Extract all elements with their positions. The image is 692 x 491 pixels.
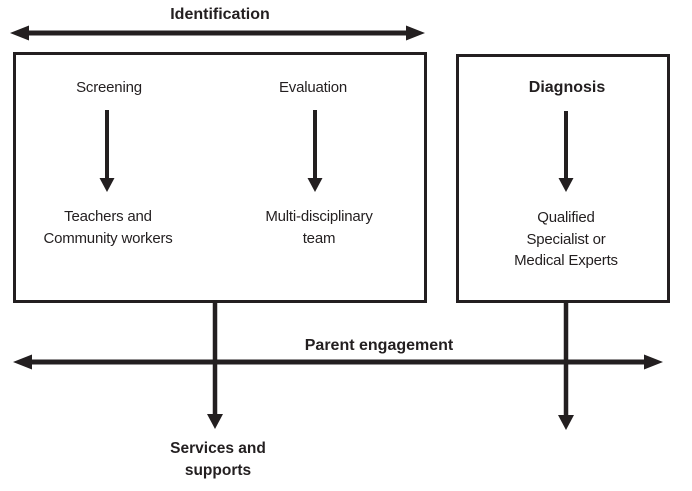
services-outcome-label: Services and supports	[170, 440, 266, 479]
diagnosis-down-arrow	[558, 111, 574, 192]
parent-engagement-span-label: Parent engagement	[304, 337, 454, 354]
identification-to-services-arrow	[207, 303, 223, 429]
evaluation-step-label: Evaluation	[278, 79, 348, 96]
diagnosis-actor-label: Qualified Specialist or Medical Experts	[514, 209, 618, 269]
screening-actor-label: Teachers and Community workers	[43, 208, 173, 247]
diagnosis-step-label: Diagnosis	[528, 79, 606, 96]
parent-engagement-span-arrow	[13, 354, 663, 370]
identification-span-label: Identification	[170, 6, 270, 23]
screening-down-arrow	[99, 110, 115, 192]
diagnosis-box	[456, 54, 670, 303]
evaluation-down-arrow	[307, 110, 323, 192]
diagnosis-outcome-arrow	[558, 303, 574, 430]
identification-span-arrow	[10, 25, 425, 41]
screening-step-label: Screening	[76, 79, 142, 96]
identification-box	[13, 52, 427, 303]
evaluation-actor-label: Multi-disciplinary team	[265, 208, 373, 247]
